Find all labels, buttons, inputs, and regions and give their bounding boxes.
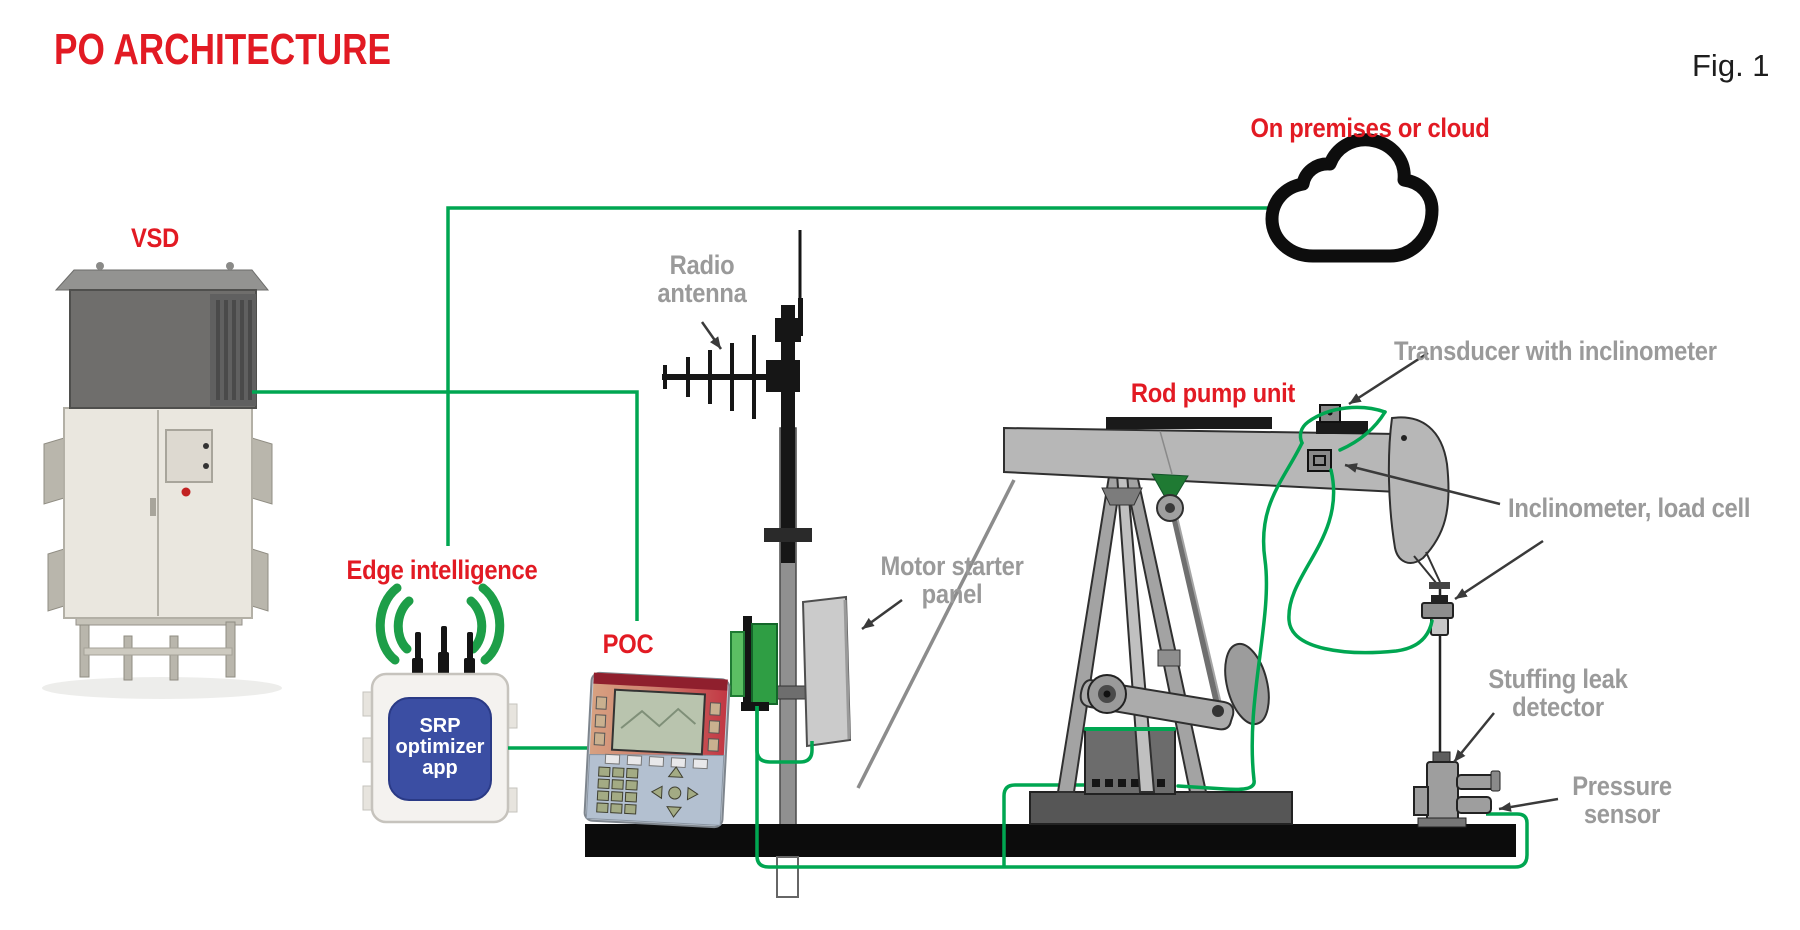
edge-to-cloud-line <box>446 206 1270 546</box>
inclinometer-arrow <box>1344 463 1501 506</box>
radio-antenna-mast <box>662 230 815 861</box>
srp-app-text-line2: optimizer <box>395 736 485 758</box>
ground-bar <box>585 824 1516 857</box>
radio-antenna-label: Radio antenna <box>657 250 747 308</box>
pressure-sensor-label-line1: Pressure <box>1572 771 1672 801</box>
cloud-icon <box>1265 133 1439 263</box>
motor-power-line <box>1002 783 1084 866</box>
motor-starter-label-line2: panel <box>921 579 983 609</box>
green-connection-lines <box>252 206 1270 750</box>
edge-intelligence-label: Edge intelligence <box>346 555 538 585</box>
poc-controller-device <box>583 671 731 829</box>
srp-app-text-line1: SRP <box>419 715 461 737</box>
poc-lcd-screen <box>610 688 707 756</box>
annotation-arrows <box>700 321 1559 812</box>
wifi-signal-icon <box>375 583 505 665</box>
page-title: PO ARCHITECTURE <box>54 25 392 74</box>
stuffing-leak-arrow <box>1453 712 1495 763</box>
transducer-label: Transducer with inclinometer <box>1394 336 1717 366</box>
pump-sensor-cables <box>1084 405 1434 792</box>
pressure-sensor-label-line2: sensor <box>1583 799 1661 829</box>
pressure-sensor-arrow <box>1498 797 1559 812</box>
motor-starter-label: Motor starter panel <box>880 552 1023 608</box>
horsehead <box>1387 416 1450 564</box>
figure-number: Fig. 1 <box>1692 48 1770 83</box>
vsd-label: VSD <box>130 223 180 253</box>
pole-mounted-controller <box>730 616 778 711</box>
edge-gateway-device <box>362 583 518 824</box>
load-cell-icon <box>1421 595 1454 636</box>
inclinometer-sensor-icon <box>1307 449 1332 472</box>
transducer-arrow <box>1348 351 1429 406</box>
srp-app-panel <box>388 697 492 801</box>
poc-keypad <box>596 766 699 818</box>
inclinometer-label: Inclinometer, load cell <box>1508 493 1751 523</box>
stuffing-leak-label-line2: detector <box>1512 692 1604 722</box>
cloud-label: On premises or cloud <box>1250 113 1490 143</box>
motor-starter-label-line1: Motor starter <box>880 551 1024 581</box>
radio-antenna-label-line1: Radio <box>669 250 735 280</box>
pole-to-starter-panel-line <box>755 706 814 764</box>
poc-label: POC <box>602 629 654 659</box>
srp-app-text-line3: app <box>422 757 458 779</box>
motor-starter-panel-illustration <box>801 595 852 748</box>
load-cell-arrow <box>1454 539 1544 601</box>
radio-antenna-label-line2: antenna <box>657 278 747 308</box>
pump-skid <box>1029 791 1293 825</box>
pressure-sensor-label: Pressure sensor <box>1572 772 1672 828</box>
mast-base-stub <box>776 856 799 898</box>
rod-pump-unit-label: Rod pump unit <box>1130 378 1296 408</box>
vsd-to-poc-line <box>252 390 639 621</box>
field-wiring-lines <box>755 706 1529 869</box>
vsd-cabinet-illustration <box>42 262 282 699</box>
srp-app-text: SRP optimizer app <box>396 716 485 779</box>
stuffing-leak-label: Stuffing leak detector <box>1488 665 1627 721</box>
antenna-prongs <box>412 626 475 678</box>
motor-starter-arrow <box>861 598 903 631</box>
walking-beam <box>1003 426 1399 494</box>
yagi-antenna-icon <box>662 335 798 419</box>
rod-pump-unit-illustration <box>856 404 1501 828</box>
wellhead-stuffing-box <box>1413 751 1501 828</box>
stuffing-leak-label-line1: Stuffing leak <box>1488 664 1628 694</box>
pole-to-pressure-sensor-line <box>755 706 1529 869</box>
radio-antenna-arrow <box>700 321 723 350</box>
